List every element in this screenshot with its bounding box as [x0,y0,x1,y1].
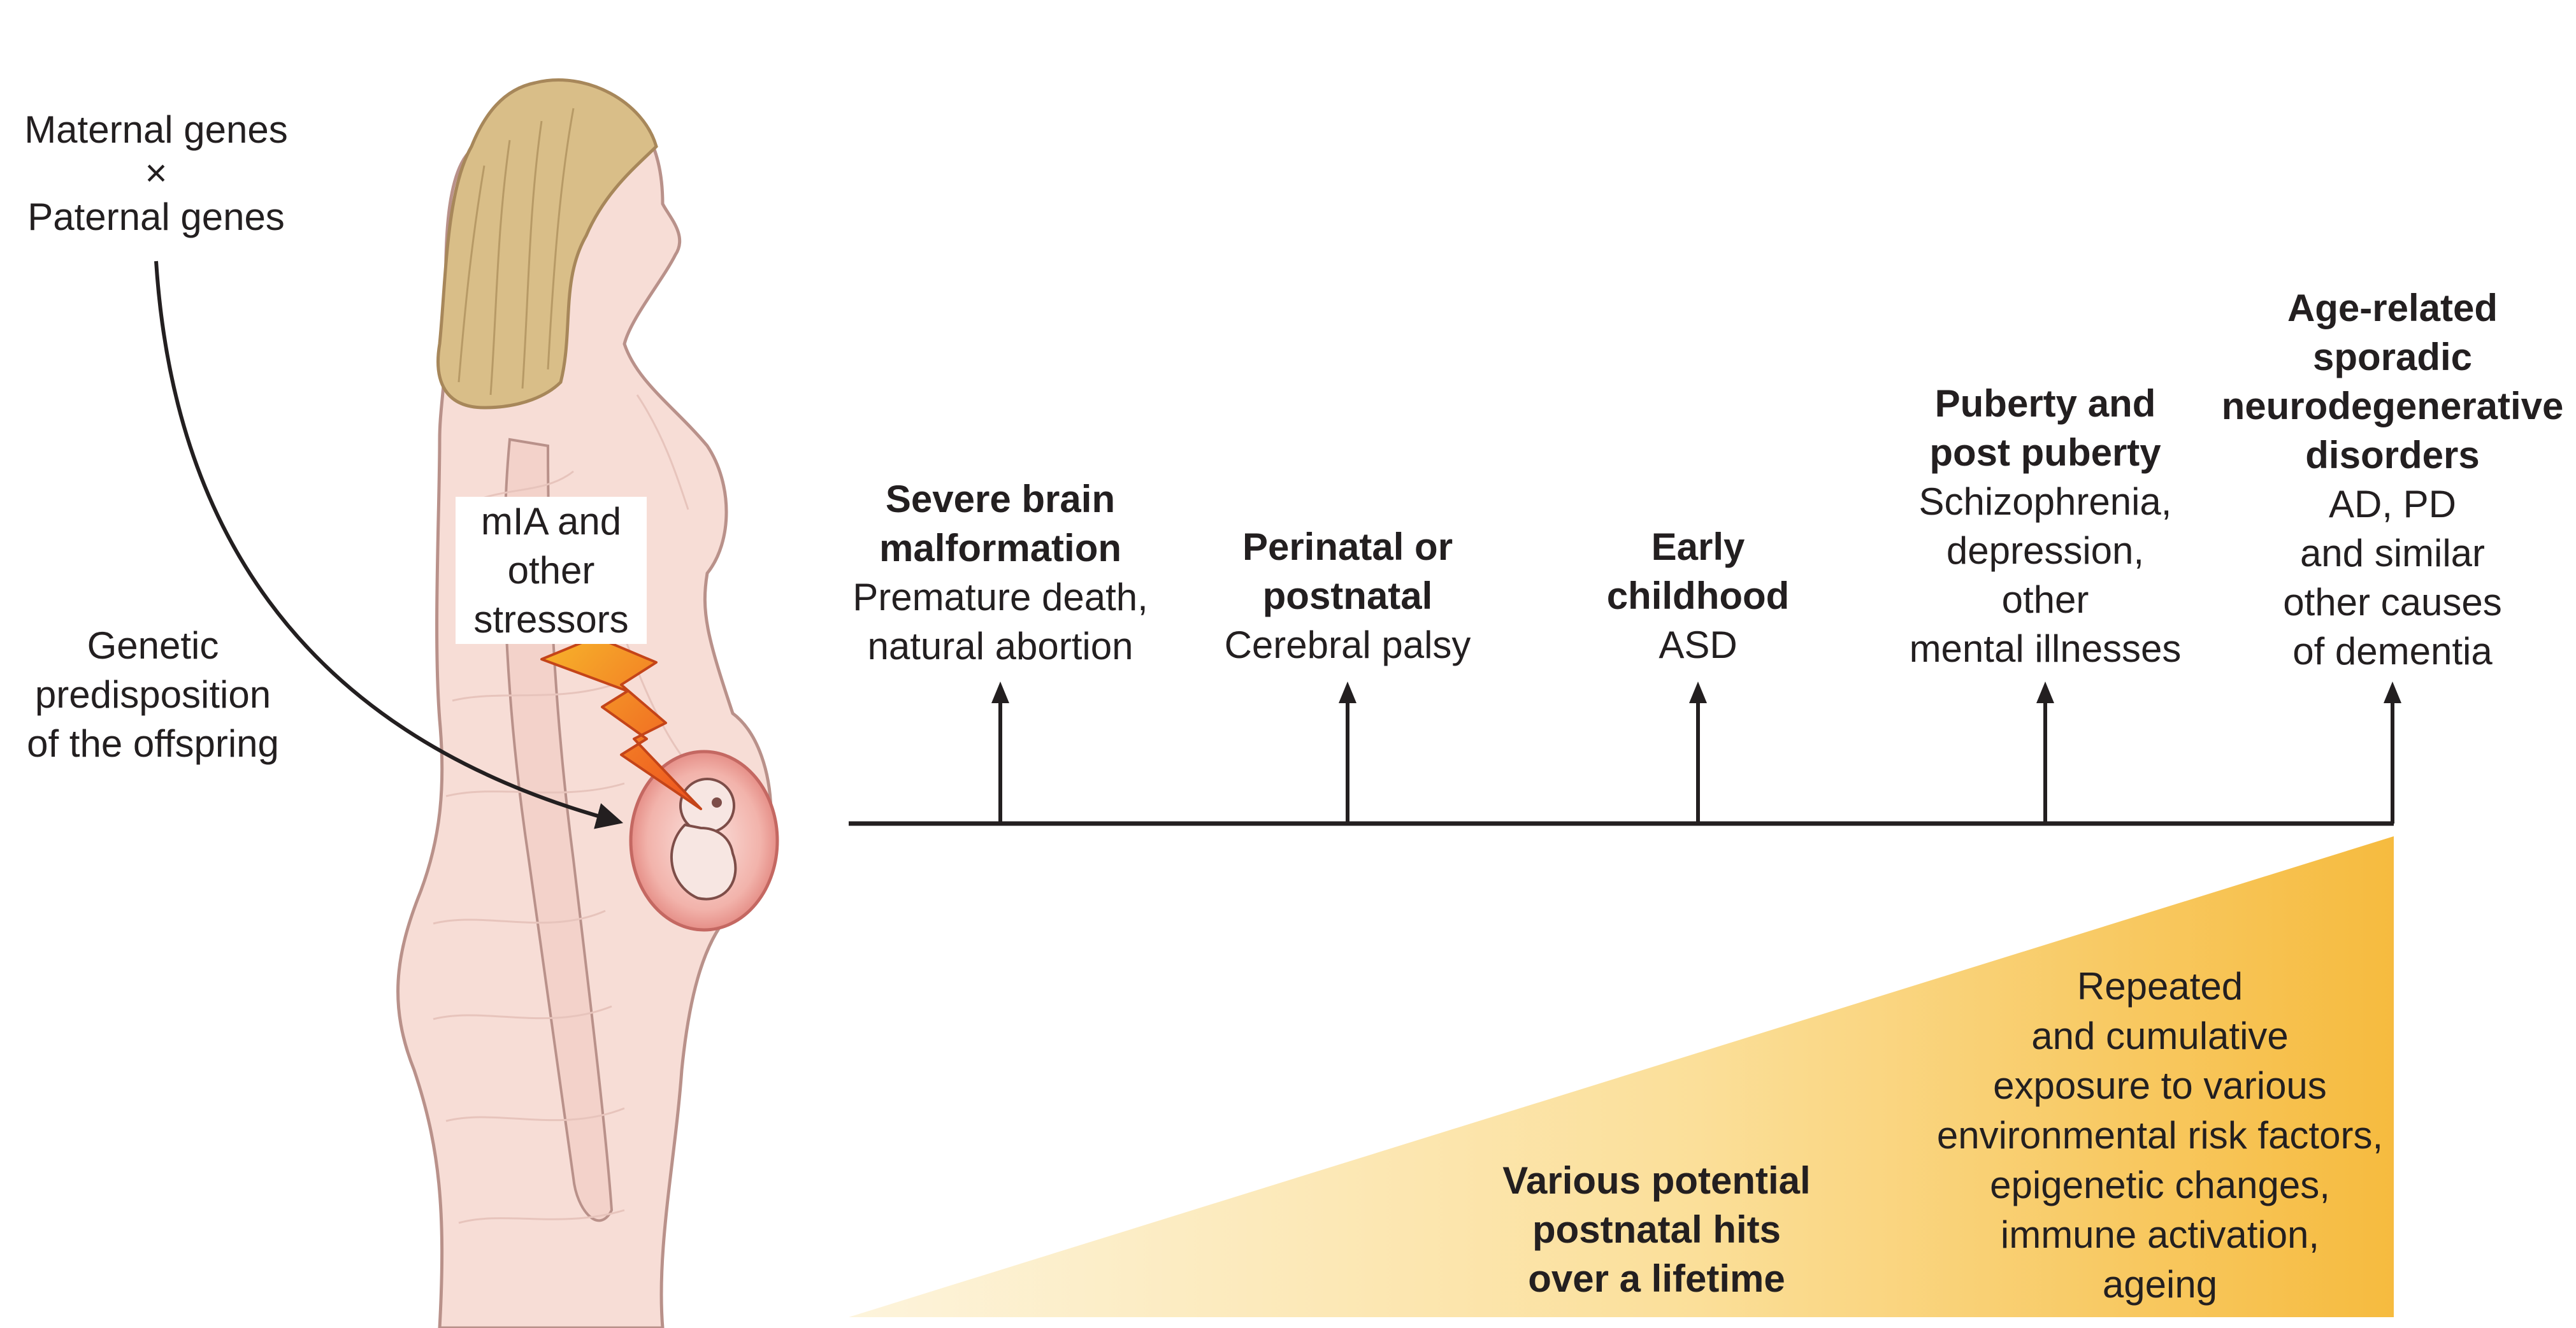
genetic-line-2: predisposition [34,673,271,716]
arrow-up-icon [2036,682,2054,703]
milestone-title: childhood [1606,575,1790,617]
milestone-desc: AD, PD [2328,483,2457,525]
milestone-desc: other [2001,578,2089,621]
milestone-puberty: Puberty and post puberty Schizophrenia, … [1910,379,2182,673]
exposure-line: and cumulative [2031,1015,2289,1057]
milestone-severe-brain-malformation: Severe brain malformation Premature deat… [853,475,1148,671]
exposure-line: epigenetic changes, [1990,1164,2330,1206]
hair-strands [457,108,575,396]
mia-label: mIA and other stressors [456,497,647,644]
hits-line: Various potential [1502,1159,1811,1202]
milestone-desc: mental illnesses [1909,627,2182,670]
timeline-ticks [991,682,2401,824]
lightning-bolt-icon [540,636,702,810]
milestone-title: Early [1651,525,1745,568]
milestone-early-childhood: Early childhood ASD [1607,522,1790,669]
milestone-desc: natural abortion [867,625,1133,668]
milestone-desc: ASD [1659,624,1738,666]
arrow-up-icon [991,682,1009,703]
exposure-line: ageing [2102,1263,2218,1306]
milestone-title: post puberty [1929,431,2161,474]
milestone-desc: Schizophrenia, [1918,480,2172,523]
milestone-perinatal-postnatal: Perinatal or postnatal Cerebral palsy [1225,522,1471,669]
mia-line-3: stressors [473,598,629,641]
woman-figure [396,78,779,1328]
exposure-line: exposure to various [1993,1064,2327,1107]
genetic-line-3: of the offspring [27,722,279,765]
genetic-predisposition-label: Genetic predisposition of the offspring [6,621,299,768]
arrow-up-icon [1339,682,1356,703]
fetus-icon [670,778,737,901]
exposure-line: Repeated [2076,965,2243,1008]
milestone-desc: other causes [2283,581,2502,624]
cumulative-exposure-label: Repeated and cumulative exposure to vari… [1937,962,2383,1310]
exposure-line: environmental risk factors, [1936,1114,2384,1157]
exposure-wedge [849,836,2394,1317]
milestone-desc: of dementia [2292,630,2493,673]
mia-line-2: other [507,549,595,592]
milestone-title: Severe brain [885,478,1116,520]
hits-line: over a lifetime [1528,1257,1785,1300]
times-symbol: × [145,152,168,194]
milestone-title: disorders [2305,434,2480,476]
postnatal-hits-label: Various potential postnatal hits over a … [1502,1156,1810,1303]
genetic-line-1: Genetic [87,624,219,667]
milestone-desc: Premature death, [853,576,1148,618]
milestone-desc: Cerebral palsy [1224,624,1471,666]
milestone-title: Perinatal or [1242,525,1453,568]
hair [436,78,658,410]
milestone-title: Age-related [2287,287,2498,329]
milestone-title: malformation [879,527,1122,569]
genes-to-fetus-arrow [154,261,624,829]
arrow-up-icon [2384,682,2401,703]
milestone-desc: and similar [2299,532,2486,575]
maternal-genes-text: Maternal genes [24,108,288,151]
exposure-line: immune activation, [2000,1213,2320,1256]
genes-label: Maternal genes × Paternal genes [6,105,306,241]
milestone-title: Puberty and [1934,382,2156,425]
paternal-genes-text: Paternal genes [27,196,285,238]
mia-line-1: mIA and [480,500,622,543]
milestone-title: neurodegenerative [2221,385,2564,427]
milestone-title: postnatal [1262,575,1433,617]
milestone-neurodegenerative: Age-related sporadic neurodegenerative d… [2222,283,2564,676]
milestone-title: sporadic [2312,336,2473,378]
arrow-up-icon [1689,682,1707,703]
hits-line: postnatal hits [1532,1208,1781,1251]
milestone-desc: depression, [1946,529,2145,572]
